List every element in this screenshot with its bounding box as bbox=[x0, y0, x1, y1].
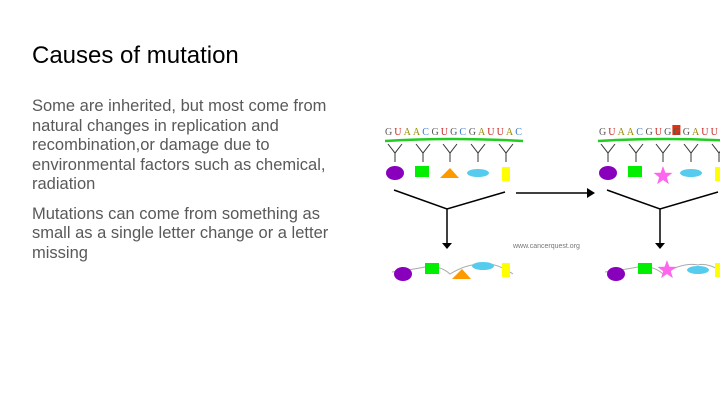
trna-anticodon bbox=[470, 143, 486, 162]
rna-backbone bbox=[384, 137, 524, 143]
trna-anticodon bbox=[387, 143, 403, 162]
nucleotide-letter: G bbox=[432, 127, 439, 138]
nucleotide-letter: G bbox=[664, 127, 671, 138]
nucleotide-letter: U bbox=[497, 127, 505, 138]
nucleotide-letter: A bbox=[618, 127, 626, 138]
amino-acid-rectangle bbox=[502, 167, 510, 181]
nucleotide-letter: G bbox=[683, 127, 690, 138]
paragraph-mutation-size: Mutations can come from something as sma… bbox=[32, 204, 329, 262]
arrow-down-icon bbox=[442, 243, 452, 249]
nucleotide-letter: C bbox=[422, 127, 429, 138]
amino-acid-square bbox=[628, 166, 642, 177]
chain-star bbox=[657, 260, 677, 279]
trna-anticodon bbox=[415, 143, 431, 162]
chain-circle bbox=[394, 267, 412, 281]
arrow-down-icon bbox=[655, 243, 665, 249]
slide-title: Causes of mutation bbox=[32, 42, 239, 69]
paragraph-causes: Some are inherited, but most come from n… bbox=[32, 97, 327, 193]
nucleotide-letter: A bbox=[413, 127, 421, 138]
nucleotide-letter: U bbox=[441, 127, 449, 138]
amino-acid-circle bbox=[599, 166, 617, 180]
mutated-protein-diagram bbox=[597, 137, 720, 281]
amino-acid-rectangle bbox=[715, 167, 720, 181]
nucleotide-letter: U bbox=[711, 127, 719, 138]
trna-anticodon bbox=[655, 143, 671, 162]
amino-acid-star bbox=[653, 166, 673, 185]
nucleotide-letter: G bbox=[673, 127, 680, 138]
nucleotide-letter: A bbox=[627, 127, 635, 138]
watermark: www.cancerquest.org bbox=[512, 243, 580, 250]
chain-triangle bbox=[452, 269, 471, 279]
mutation-highlight bbox=[672, 125, 681, 135]
chain-square bbox=[425, 263, 439, 274]
original-protein-diagram bbox=[384, 137, 524, 281]
slide-body: Some are inherited, but most come from n… bbox=[32, 97, 362, 273]
chain-rectangle bbox=[502, 263, 510, 277]
amino-acid-triangle bbox=[440, 168, 459, 178]
nucleotide-letter: G bbox=[646, 127, 653, 138]
nucleotide-letter: A bbox=[404, 127, 412, 138]
chain-oval bbox=[687, 266, 709, 274]
rna-backbone bbox=[597, 137, 720, 143]
nucleotide-letter: G bbox=[599, 127, 606, 138]
nucleotide-letter: G bbox=[469, 127, 476, 138]
mutated-sequence: GUAACGUGGGAUUA bbox=[599, 125, 720, 138]
amino-acid-oval bbox=[680, 169, 702, 177]
chain-oval bbox=[472, 262, 494, 270]
trna-anticodon bbox=[628, 143, 644, 162]
nucleotide-letter: U bbox=[655, 127, 663, 138]
nucleotide-letter: A bbox=[478, 127, 486, 138]
trna-anticodon bbox=[683, 143, 699, 162]
amino-acid-circle bbox=[386, 166, 404, 180]
nucleotide-letter: A bbox=[506, 127, 514, 138]
amino-acid-square bbox=[415, 166, 429, 177]
arrow-head-icon bbox=[587, 188, 595, 198]
nucleotide-letter: C bbox=[515, 127, 522, 138]
chain-square bbox=[638, 263, 652, 274]
trna-anticodon bbox=[498, 143, 514, 162]
nucleotide-letter: A bbox=[692, 127, 700, 138]
trna-anticodon bbox=[711, 143, 720, 162]
nucleotide-letter: U bbox=[487, 127, 495, 138]
nucleotide-letter: C bbox=[459, 127, 466, 138]
translation-lines bbox=[606, 189, 719, 243]
nucleotide-letter: G bbox=[450, 127, 457, 138]
chain-circle bbox=[607, 267, 625, 281]
nucleotide-letter: U bbox=[394, 127, 402, 138]
chain-rectangle bbox=[715, 263, 720, 277]
translation-lines bbox=[393, 189, 506, 243]
nucleotide-letter: G bbox=[385, 127, 392, 138]
nucleotide-letter: U bbox=[701, 127, 709, 138]
amino-acid-oval bbox=[467, 169, 489, 177]
nucleotide-letter: C bbox=[636, 127, 643, 138]
trna-anticodon bbox=[600, 143, 616, 162]
nucleotide-letter: U bbox=[608, 127, 616, 138]
trna-anticodon bbox=[442, 143, 458, 162]
